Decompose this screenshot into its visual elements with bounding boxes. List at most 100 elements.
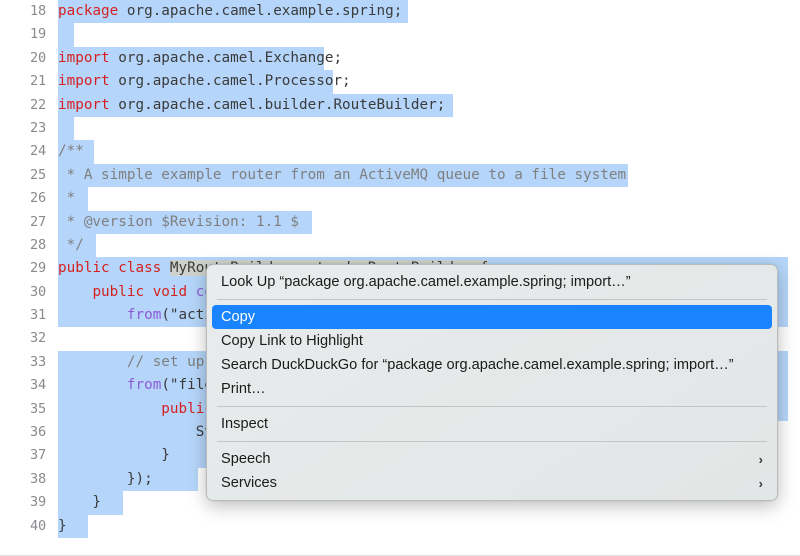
- selection-highlight: [58, 70, 333, 94]
- line-number: 37: [30, 447, 46, 464]
- menu-item-print[interactable]: Print…: [212, 377, 772, 401]
- code-token: */: [58, 236, 84, 253]
- selection-highlight: [58, 93, 453, 117]
- line-number: 40: [30, 517, 46, 534]
- menu-item-services[interactable]: Services›: [212, 471, 772, 495]
- code-token: org.apache.camel.Processor;: [109, 73, 351, 90]
- code-text: /**: [58, 140, 84, 163]
- line-number: 32: [30, 330, 46, 347]
- code-text: * @version $Revision: 1.1 $: [58, 211, 299, 234]
- line-number: 23: [30, 119, 46, 136]
- code-line: 38 });: [0, 467, 800, 492]
- line-number: 30: [30, 283, 46, 300]
- code-line: 24 /**: [0, 140, 800, 164]
- code-text: *: [58, 187, 76, 210]
- menu-item-label: Copy Link to Highlight: [221, 333, 363, 349]
- code-text: import org.apache.camel.Exchange;: [58, 47, 342, 70]
- code-token: });: [58, 470, 153, 487]
- code-text: });: [58, 468, 153, 491]
- code-line: 28 */: [0, 233, 800, 258]
- line-number: 18: [30, 3, 46, 19]
- selection-highlight: [58, 233, 96, 258]
- line-number: 27: [30, 213, 46, 230]
- line-number: 24: [30, 143, 46, 160]
- code-token: org.apache.camel.builder.RouteBuilder;: [109, 96, 446, 113]
- code-line: 20 import org.apache.camel.Exchange;: [0, 46, 800, 71]
- code-token: [58, 284, 92, 300]
- code-token: [58, 401, 161, 417]
- code-token: public void: [92, 283, 196, 300]
- code-line: 40}: [0, 514, 800, 538]
- code-token: [58, 354, 127, 370]
- code-token: package: [58, 3, 119, 19]
- line-number: 39: [30, 494, 46, 511]
- code-token: }: [58, 494, 102, 511]
- selection-highlight: [58, 210, 312, 234]
- menu-item-speech[interactable]: Speech ›: [212, 447, 772, 471]
- code-token: }: [58, 517, 67, 534]
- code-token: public: [161, 400, 222, 417]
- text-context-menu[interactable]: Look Up “package org.apache.camel.exampl…: [206, 264, 778, 501]
- menu-item-label: Speech: [221, 451, 271, 467]
- selection-highlight: [58, 491, 123, 515]
- line-number: 29: [30, 260, 46, 277]
- selection-highlight: [58, 23, 74, 47]
- code-line: 37 }: [0, 444, 800, 468]
- code-line: 27 * @version $Revision: 1.1 $: [0, 210, 800, 234]
- code-text: * A simple example router from an Active…: [58, 164, 627, 187]
- chevron-right-icon: ›: [758, 451, 763, 467]
- menu-item-inspect[interactable]: Inspect: [212, 412, 772, 436]
- code-token: from: [126, 307, 162, 324]
- menu-item-copy-link-to-highlight[interactable]: Copy Link to Highlight: [212, 329, 772, 353]
- code-text: package org.apache.camel.example.spring;: [58, 0, 402, 23]
- code-token: [58, 307, 127, 323]
- code-token: [58, 424, 196, 440]
- line-number: 21: [30, 73, 46, 90]
- code-token: public class: [58, 260, 170, 277]
- line-number: 31: [30, 307, 46, 324]
- code-text: }: [58, 515, 67, 538]
- line-number: 19: [30, 26, 46, 43]
- code-line: 21 import org.apache.camel.Processor;: [0, 70, 800, 94]
- line-number: 38: [30, 470, 46, 487]
- menu-separator: [217, 441, 767, 442]
- selection-highlight: [58, 187, 88, 211]
- menu-item-label: Copy: [221, 309, 256, 325]
- line-number: 26: [30, 190, 46, 207]
- selection-highlight: [58, 140, 94, 164]
- line-number: 28: [30, 236, 46, 253]
- code-token: * A simple example router from an Active…: [58, 166, 627, 183]
- code-token: import: [58, 96, 110, 113]
- code-token: }: [58, 447, 170, 464]
- code-line: 23: [0, 116, 800, 141]
- code-line: 25 * A simple example router from an Act…: [0, 163, 800, 188]
- selection-highlight: [58, 163, 628, 188]
- code-line: 32: [0, 327, 800, 350]
- menu-item-copy[interactable]: Copy: [212, 305, 772, 329]
- chevron-right-icon: ›: [758, 475, 763, 491]
- code-line: 39 }: [0, 491, 800, 515]
- line-number: 35: [30, 400, 46, 417]
- menu-item-search-duckduckgo-for-package-org-apache[interactable]: Search DuckDuckGo for “package org.apach…: [212, 353, 772, 377]
- selection-highlight: [58, 514, 88, 538]
- code-text: }: [58, 444, 170, 467]
- menu-separator: [217, 406, 767, 407]
- code-text: */: [58, 234, 84, 257]
- code-line: 19: [0, 23, 800, 47]
- selection-highlight: [58, 116, 74, 141]
- code-token: org.apache.camel.example.spring;: [118, 3, 403, 19]
- menu-item-look-up-package-org-apache-camel-example[interactable]: Look Up “package org.apache.camel.exampl…: [212, 270, 772, 294]
- code-token: from: [126, 377, 162, 394]
- menu-item-label: Print…: [221, 381, 266, 397]
- code-token: import: [58, 73, 110, 90]
- menu-item-label: Inspect: [221, 416, 269, 432]
- code-token: /**: [58, 143, 84, 160]
- line-number: 33: [30, 353, 46, 370]
- code-text: import org.apache.camel.Processor;: [58, 70, 351, 93]
- code-token: *: [58, 190, 76, 207]
- code-line: 26 *: [0, 187, 800, 211]
- line-number: 20: [30, 49, 46, 66]
- menu-item-label: Look Up “package org.apache.camel.exampl…: [221, 274, 631, 290]
- code-line: 18 package org.apache.camel.example.sprin…: [0, 0, 800, 24]
